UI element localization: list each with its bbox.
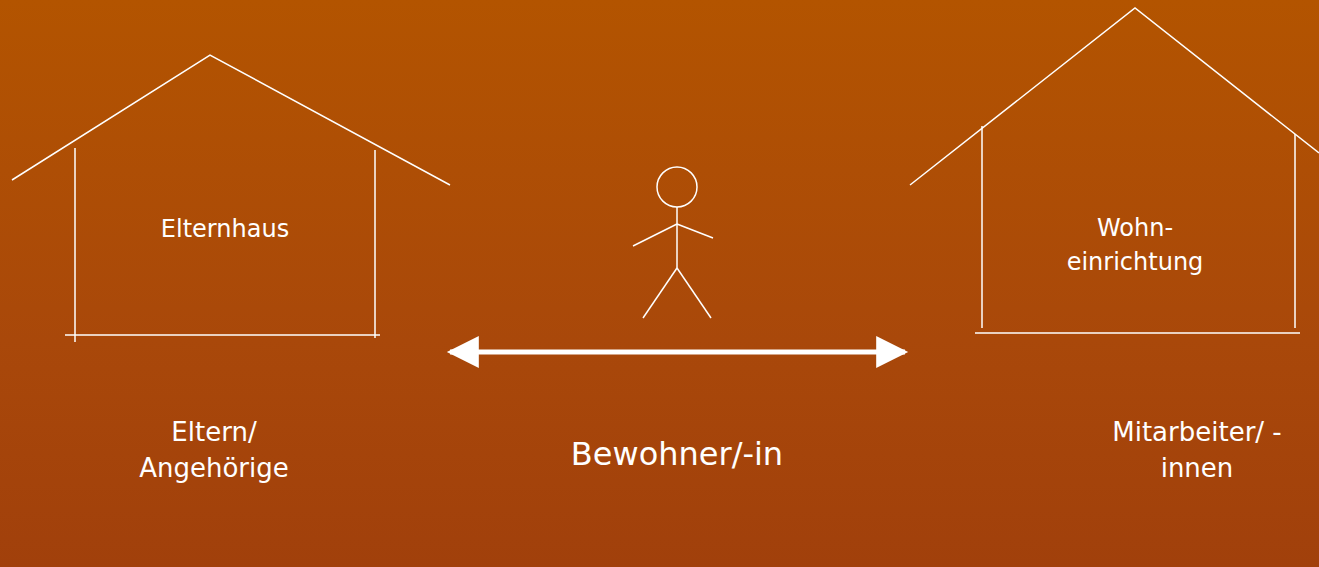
- house-line: [65, 334, 380, 336]
- figure-leg: [677, 268, 711, 318]
- figure-leg: [643, 268, 677, 318]
- house-line: [1294, 134, 1296, 328]
- role-label: Eltern/ Angehörige: [104, 414, 324, 486]
- house-label: Wohn- einrichtung: [1050, 211, 1220, 279]
- role-label: Bewohner/-in: [517, 434, 837, 474]
- house-node: Elternhaus: [10, 50, 450, 342]
- house-line: [74, 148, 76, 342]
- house-outline: [10, 50, 450, 342]
- figure-head: [657, 167, 697, 207]
- double-arrow: [450, 350, 905, 355]
- house-line: [910, 8, 1319, 185]
- figure-arm: [633, 224, 677, 246]
- house-line: [981, 126, 983, 328]
- house-line: [12, 55, 450, 185]
- house-line: [374, 150, 376, 338]
- figure-body: [676, 207, 678, 268]
- house-node: Wohn- einrichtung: [905, 3, 1319, 343]
- house-line: [975, 332, 1300, 334]
- house-outline: [905, 3, 1319, 343]
- house-label: Elternhaus: [75, 212, 375, 246]
- figure-arm: [677, 224, 713, 238]
- role-label: Mitarbeiter/ -innen: [1087, 414, 1307, 486]
